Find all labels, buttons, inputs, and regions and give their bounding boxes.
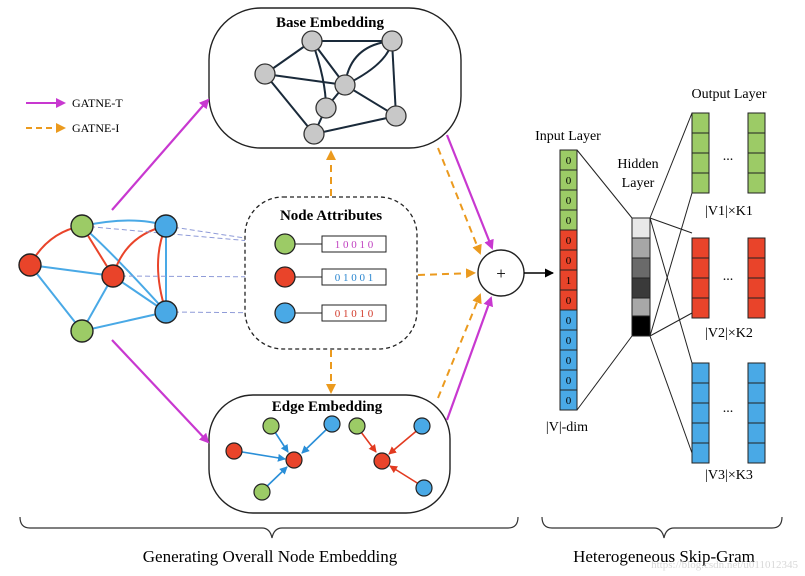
gatne-t-arrow-base-to-sum xyxy=(445,134,494,250)
graph-edge xyxy=(29,264,114,277)
attr-node-blue xyxy=(274,302,296,324)
edge-center-red xyxy=(285,451,303,469)
attribute-link xyxy=(112,275,285,278)
attr-node-red xyxy=(274,266,296,288)
edge-node-blue xyxy=(413,417,431,435)
input-cell: 0 xyxy=(566,375,572,387)
layer-connections xyxy=(576,112,693,454)
input-cell: 0 xyxy=(566,195,572,207)
input-layer: Input Layer 0 0 0 0 0 0 1 0 0 0 0 0 0 |V… xyxy=(535,129,601,435)
base-embedding-panel: Base Embedding xyxy=(208,7,462,149)
legend-gatne-t-label: GATNE-T xyxy=(72,96,123,110)
input-graph xyxy=(18,214,285,343)
input-cell: 0 xyxy=(566,335,572,347)
edge-embedding-title: Edge Embedding xyxy=(272,399,383,415)
watermark: https://blog.csdn.net/u011012345 xyxy=(651,559,798,571)
output-block-red xyxy=(691,237,766,319)
output-layer: Output Layer ... |V1|×K1 ... |V2|×K2 xyxy=(691,87,766,483)
flow-arrows xyxy=(111,98,494,444)
gatne-t-arrow-to-edge xyxy=(111,339,210,444)
attr-vector-row3: 0 1 0 1 0 xyxy=(335,308,374,320)
input-layer-title: Input Layer xyxy=(535,129,601,144)
graph-node-green xyxy=(70,319,94,343)
brace-left xyxy=(19,516,519,539)
edge-node-green xyxy=(348,417,366,435)
input-cell: 0 xyxy=(566,295,572,307)
node-attributes-title: Node Attributes xyxy=(280,208,382,224)
sum-node: + xyxy=(477,249,554,297)
edge-node-red xyxy=(225,442,243,460)
attr-vector-box xyxy=(321,268,387,286)
input-cell: 0 xyxy=(566,315,572,327)
attr-node-green xyxy=(274,233,296,255)
graph-edge xyxy=(81,225,167,313)
graph-edge xyxy=(81,219,167,227)
output-layer-title: Output Layer xyxy=(691,87,766,102)
legend: GATNE-T GATNE-I xyxy=(26,96,123,135)
input-cell: 1 xyxy=(566,275,572,287)
edge-node-green xyxy=(253,483,271,501)
output-label-v1k1: |V1|×K1 xyxy=(705,204,753,219)
input-dim-label: |V|-dim xyxy=(546,420,588,435)
attr-vector-row1: 1 0 0 1 0 xyxy=(335,239,374,251)
output-ellipsis: ... xyxy=(723,149,734,164)
gatne-i-arrow-edge-to-sum xyxy=(437,293,482,399)
sum-plus-symbol: + xyxy=(496,264,506,283)
base-node xyxy=(315,97,337,119)
edge-center-red xyxy=(373,452,391,470)
output-block-blue xyxy=(691,362,766,464)
input-cell: 0 xyxy=(566,175,572,187)
input-cell: 0 xyxy=(566,235,572,247)
gatne-i-arrow-attr-to-sum xyxy=(417,268,476,279)
input-cell: 0 xyxy=(566,395,572,407)
graph-node-blue xyxy=(154,214,178,238)
base-node xyxy=(254,63,276,85)
graph-node-red xyxy=(101,264,125,288)
input-cell: 0 xyxy=(566,155,572,167)
gatne-i-arrow-base-to-sum xyxy=(437,147,482,255)
graph-edge xyxy=(29,264,83,332)
base-embedding-title: Base Embedding xyxy=(276,15,384,31)
edge-node-blue xyxy=(323,415,341,433)
hidden-layer-title-line1: Hidden xyxy=(617,157,658,172)
legend-gatne-i-label: GATNE-I xyxy=(72,121,119,135)
brace-right xyxy=(541,516,783,539)
output-label-v3k3: |V3|×K3 xyxy=(705,468,753,483)
output-ellipsis: ... xyxy=(723,269,734,284)
output-label-v2k2: |V2|×K2 xyxy=(705,326,753,341)
hidden-layer: Hidden Layer xyxy=(617,157,659,337)
attr-vector-box xyxy=(321,235,387,253)
input-cell: 0 xyxy=(566,355,572,367)
gatne-t-arrow-edge-to-sum xyxy=(445,296,493,421)
output-ellipsis: ... xyxy=(723,401,734,416)
gatne-t-arrow-to-base xyxy=(111,98,210,211)
node-attributes-panel: Node Attributes 1 0 0 1 0 0 1 0 0 1 0 1 … xyxy=(244,196,418,350)
base-node xyxy=(381,30,403,52)
graph-node-blue xyxy=(154,300,178,324)
edge-node-blue xyxy=(415,479,433,497)
edge-node-green xyxy=(262,417,280,435)
graph-edge xyxy=(157,225,167,313)
input-cell: 0 xyxy=(566,255,572,267)
section-label-left: Generating Overall Node Embedding xyxy=(143,547,398,566)
bottom-braces xyxy=(19,516,783,539)
base-node xyxy=(385,105,407,127)
input-cell: 0 xyxy=(566,215,572,227)
hidden-layer-title-line2: Layer xyxy=(622,176,655,191)
graph-node-red xyxy=(18,253,42,277)
attr-vector-box xyxy=(321,304,387,322)
edge-embedding-panel: Edge Embedding xyxy=(208,394,451,514)
base-node xyxy=(334,74,356,96)
base-node xyxy=(301,30,323,52)
attr-vector-row2: 0 1 0 0 1 xyxy=(335,272,374,284)
graph-node-green xyxy=(70,214,94,238)
base-node xyxy=(303,123,325,145)
output-block-green xyxy=(691,112,766,194)
section-label-right: Heterogeneous Skip-Gram xyxy=(573,547,755,566)
graph-edge xyxy=(81,311,167,332)
